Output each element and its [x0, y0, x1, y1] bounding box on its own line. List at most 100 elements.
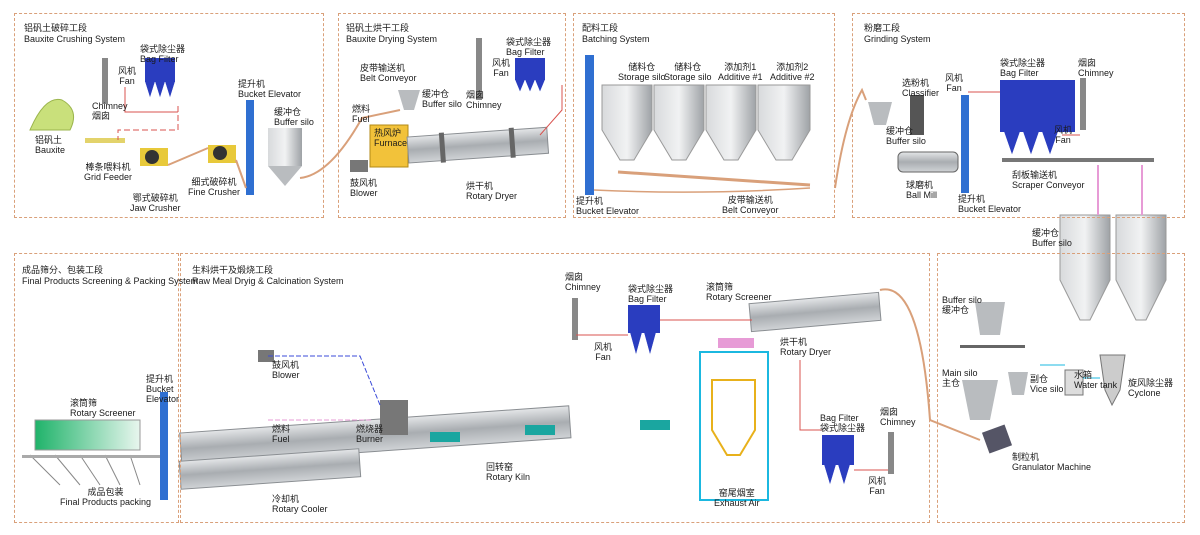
chimney-5 [888, 432, 894, 474]
ball-mill [897, 151, 959, 173]
granulation-equipment [879, 165, 1167, 454]
buffer-silo-5 [975, 302, 1005, 335]
grinding-equipment [834, 78, 1154, 193]
batching-title-en: Batching System [582, 34, 650, 44]
classifier [868, 102, 892, 125]
bucket-elevator-3 [961, 95, 969, 193]
bag-filter-2 [514, 58, 546, 93]
water-tank [1064, 369, 1084, 396]
rotary-screener-1 [22, 419, 160, 486]
burner [380, 400, 408, 435]
jaw-crusher-1 [140, 148, 168, 166]
grinding-section [852, 13, 1185, 218]
calcination-title-en: Raw Meal Dryig & Calcination System [192, 276, 344, 286]
exhaust-air-chamber [699, 351, 769, 501]
fine-crusher-1 [208, 145, 236, 163]
bauxite-pile [29, 98, 75, 131]
packing-equipment [22, 392, 168, 500]
bag-filter-5 [822, 435, 854, 486]
drying-section [338, 13, 566, 218]
blower-2 [258, 350, 274, 362]
batching-title-cn: 配料工段 [582, 23, 619, 33]
chimney-2 [476, 38, 482, 100]
chimney-1 [102, 58, 108, 104]
rotary-dryer-1 [406, 126, 550, 164]
granulation-section [937, 253, 1185, 523]
bucket-elevator-1 [246, 100, 254, 195]
bag-filter-4 [628, 305, 660, 356]
kiln-supports [430, 420, 670, 442]
batching-section [573, 13, 835, 218]
grinding-title-en: Grinding System [864, 34, 931, 44]
storage-silos [601, 84, 811, 161]
furnace [369, 124, 409, 168]
blower-1 [350, 160, 368, 172]
batching-equipment [585, 55, 811, 195]
crushing-equipment [29, 58, 302, 195]
calcination-section [180, 253, 930, 523]
packing-section [14, 253, 179, 523]
crushing-title-cn: 铝矾土破碎工段 [24, 23, 88, 33]
grid-feeder [85, 138, 125, 143]
main-silo [962, 380, 998, 420]
crushing-title-en: Bauxite Crushing System [24, 34, 126, 44]
granulator [981, 424, 1013, 454]
rotary-screener-2 [718, 338, 754, 348]
grinding-title-cn: 粉磨工段 [864, 23, 901, 33]
packing-title-cn: 成品筛分、包装工段 [22, 265, 104, 275]
drying-equipment [299, 38, 563, 179]
vice-silo [1008, 372, 1028, 395]
chimney-3 [1080, 78, 1086, 130]
cyclone [1099, 354, 1126, 407]
drying-title-cn: 铝矾土烘干工段 [346, 23, 410, 33]
bag-filter-1 [144, 58, 176, 99]
buffer-silo-1 [268, 128, 302, 186]
calcination-title-cn: 生料烘干及煅烧工段 [192, 265, 274, 275]
bucket-elevator-2 [585, 55, 594, 195]
